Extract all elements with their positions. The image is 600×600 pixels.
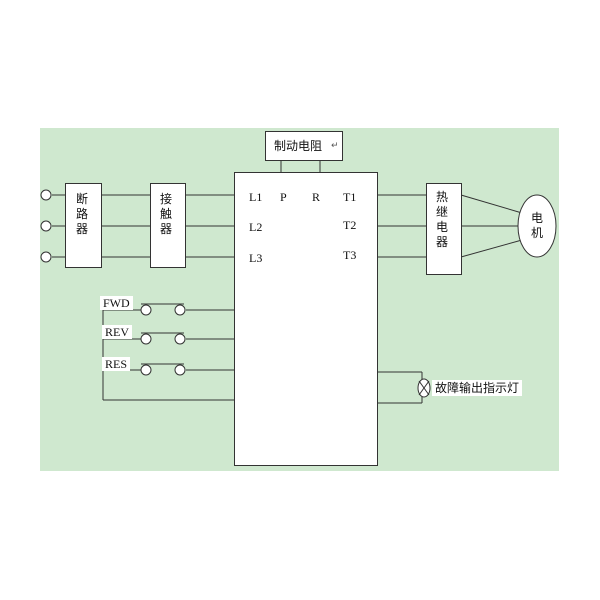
input-label-res: RES	[102, 357, 131, 371]
motor-label: 电 机	[530, 211, 543, 240]
fault-lamp-label: 故障输出指示灯	[432, 380, 523, 396]
terminal-t1: T1	[343, 190, 357, 204]
terminal-p: P	[280, 190, 287, 204]
inverter-box: L1 P R T1 L2 T2 L3 T3	[234, 172, 378, 466]
terminal-l3: L3	[249, 251, 263, 265]
terminal-l2: L2	[249, 220, 263, 234]
thermal-relay-box: 热 继 电 器	[426, 183, 462, 275]
brake-resistor-box: 制动电阻 ↵	[265, 131, 343, 161]
terminal-t3: T3	[343, 248, 357, 262]
input-label-fwd: FWD	[100, 296, 133, 310]
brake-resistor-label: 制动电阻	[274, 139, 323, 153]
contactor-box: 接 触 器	[150, 183, 186, 268]
input-label-rev: REV	[102, 325, 132, 339]
terminal-t2: T2	[343, 218, 357, 232]
terminal-l1: L1	[249, 190, 263, 204]
input-terminal-3	[40, 251, 52, 263]
input-terminal-1	[40, 189, 52, 201]
input-terminal-2	[40, 220, 52, 232]
terminal-r: R	[312, 190, 321, 204]
motor-icon	[517, 194, 557, 258]
circuit-breaker-box: 断 路 器	[65, 183, 102, 268]
